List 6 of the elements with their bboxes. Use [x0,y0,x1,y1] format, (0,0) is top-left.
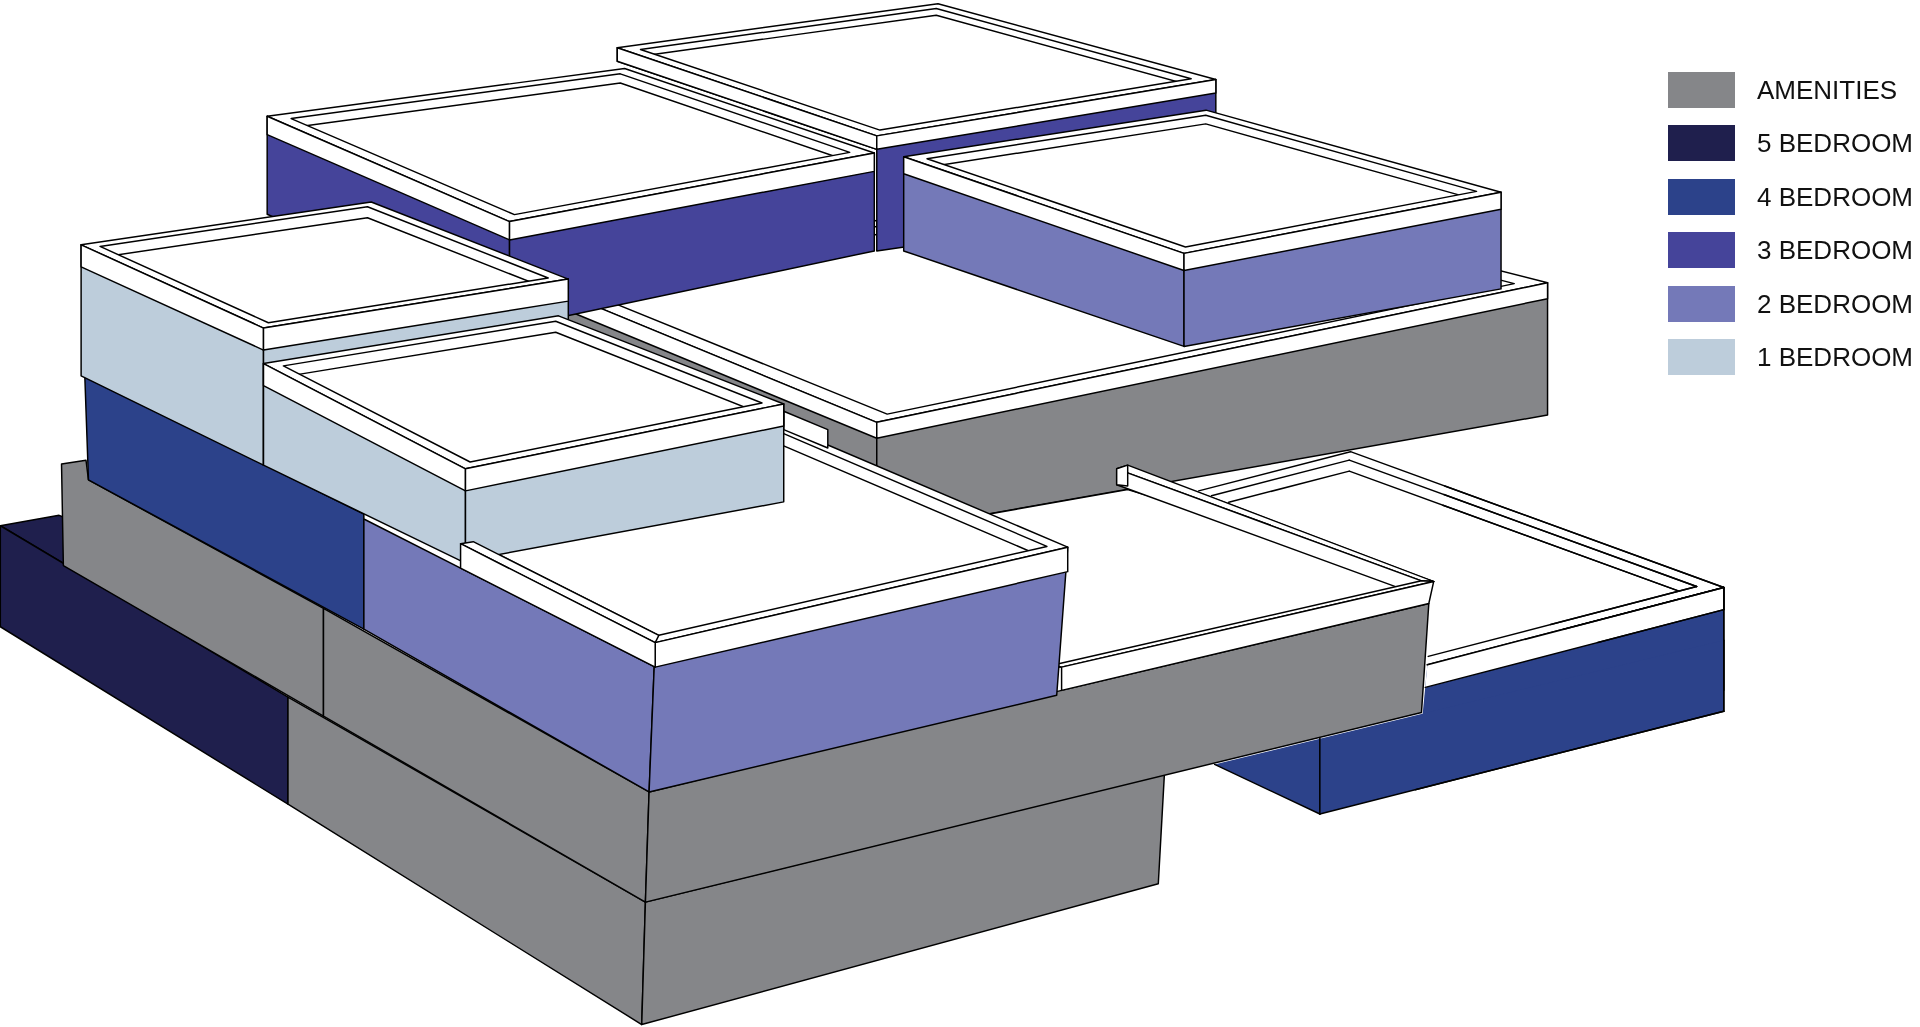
legend-label: 4 BEDROOM [1757,181,1914,212]
legend-label: 1 BEDROOM [1757,342,1914,372]
legend-label: AMENITIES [1757,75,1898,105]
legend-label: 2 BEDROOM [1757,288,1914,319]
legend-label: 3 BEDROOM [1757,235,1914,266]
legend-label: 5 BEDROOM [1757,128,1914,159]
